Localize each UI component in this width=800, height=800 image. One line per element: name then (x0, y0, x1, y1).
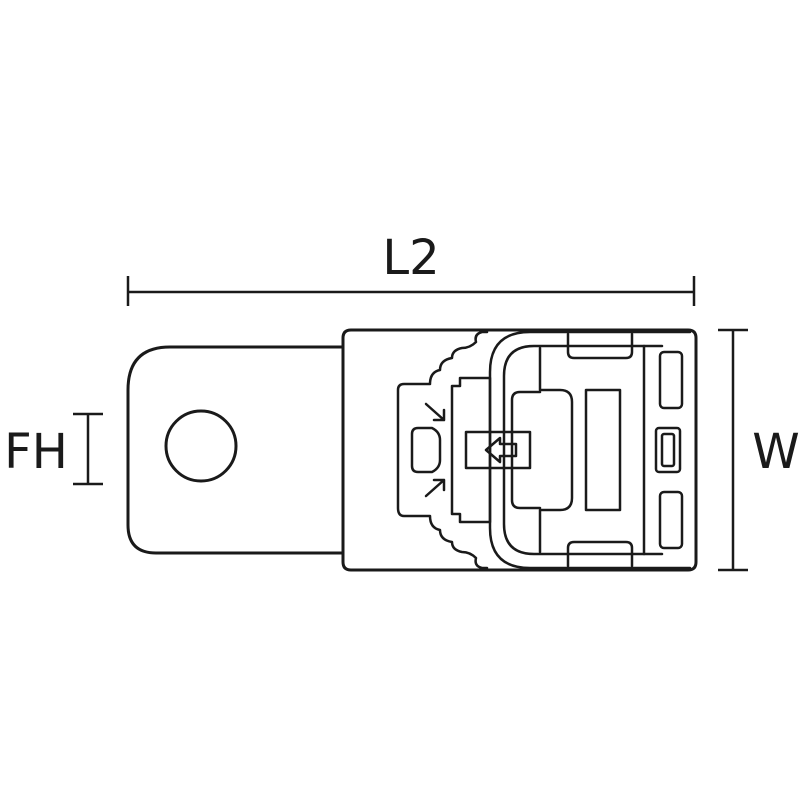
main-body (341, 328, 698, 572)
end-window-bottom (658, 490, 684, 550)
dimension-label-w: W (752, 424, 799, 480)
dimension-w: W (718, 328, 800, 572)
latch-slot-bottom (566, 540, 634, 568)
buckle-tongue-inner (510, 390, 542, 510)
arrow-icon-upper (424, 402, 446, 422)
strap-channel (464, 430, 532, 470)
buckle-frame-outer (488, 330, 692, 570)
channel-arrow-icon (484, 436, 518, 464)
dimension-l2: L2 (126, 230, 696, 306)
arrow-icon-lower (424, 478, 446, 498)
mounting-tab (126, 345, 345, 555)
locking-head-outline (396, 330, 489, 570)
locking-pawl (410, 426, 442, 474)
end-window-center-inner (660, 432, 676, 468)
latch-slot-top (566, 332, 634, 360)
dimension-label-l2: L2 (382, 230, 439, 286)
body-rib-center (584, 388, 622, 512)
fixing-hole (164, 409, 238, 483)
end-window-top (658, 350, 684, 410)
head-pocket (450, 376, 492, 524)
buckle-frame-inner (502, 344, 664, 556)
dimension-label-fh: FH (4, 424, 68, 480)
part-outline (126, 328, 698, 572)
dimension-fh: FH (4, 412, 103, 486)
buckle-tongue (538, 346, 574, 554)
end-window-center (654, 426, 682, 474)
